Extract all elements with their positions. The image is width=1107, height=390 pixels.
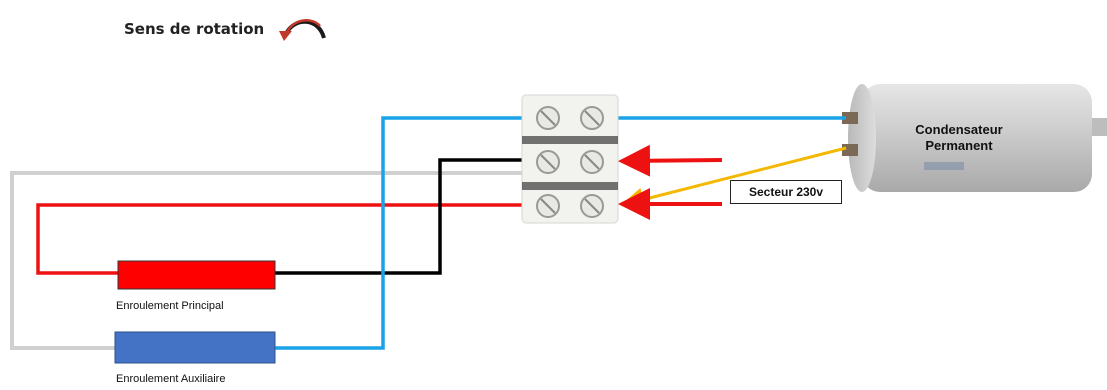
wire-red (36, 203, 522, 275)
winding-principal-label: Enroulement Principal (116, 300, 224, 312)
wires (10, 116, 847, 350)
capacitor-body (862, 84, 1092, 192)
mains-label: Secteur 230v (730, 180, 842, 204)
page-title: Sens de rotation (124, 20, 265, 38)
terminal-row-1 (536, 106, 604, 130)
counterclockwise-arrow-icon (279, 19, 326, 41)
arrow-tip-icon (279, 31, 292, 41)
terminal-row-3 (536, 194, 604, 218)
terminal-row-2 (536, 150, 604, 174)
wire-grey (10, 171, 522, 350)
capacitor-label-line2: Permanent (925, 138, 993, 153)
capacitor-end (848, 84, 876, 192)
wire-yellow (620, 146, 847, 212)
capacitor-sticker (924, 162, 964, 170)
capacitor-terminal-bottom (842, 144, 858, 156)
capacitor-terminal-top (842, 112, 858, 124)
wire-blue (275, 116, 522, 350)
capacitor (842, 84, 1107, 192)
winding-auxiliaire (114, 331, 276, 364)
mains-arrow-upper (618, 144, 723, 177)
winding-principal (117, 260, 276, 290)
winding-auxiliaire-label: Enroulement Auxiliaire (116, 373, 226, 385)
terminal-block (521, 94, 619, 224)
wire-black (275, 158, 522, 275)
capacitor-label-line1: Condensateur (915, 122, 1003, 137)
capacitor-label: Condensateur Permanent (892, 122, 1026, 154)
